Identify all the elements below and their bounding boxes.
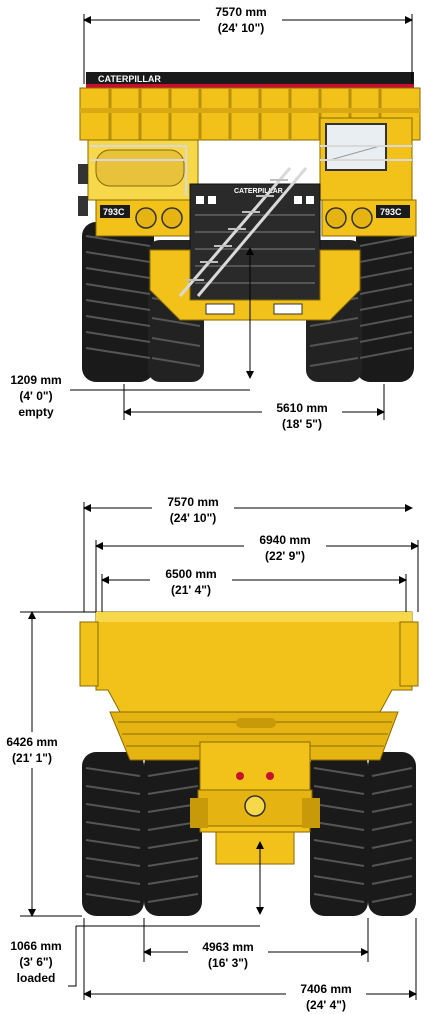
rear-clearance-ft: (3' 6"): [19, 955, 52, 969]
access-ladder: [178, 167, 308, 297]
model-plate-right: 793C: [380, 207, 402, 217]
rear-tire-width-ft: (24' 4"): [306, 998, 346, 1012]
rear-axle: [190, 741, 320, 865]
front-view: CATERPILLAR 793C 793C: [10, 4, 421, 433]
front-width-ft: (24' 10"): [218, 21, 265, 35]
brand-logo-grille: CATERPILLAR: [234, 188, 283, 195]
front-chassis: 793C 793C CATERPILLAR: [78, 117, 417, 321]
headlight-right-1: [325, 207, 347, 229]
rear-overall-width-mm: 7570 mm: [167, 495, 218, 509]
headlight-left-1: [135, 207, 157, 229]
front-clearance-note: empty: [18, 405, 54, 419]
rear-inner-width-mm: 6500 mm: [165, 567, 216, 581]
rear-clearance-note: loaded: [17, 971, 56, 985]
front-track-ft: (18' 5"): [282, 417, 322, 431]
rear-body-width-ft: (22' 9"): [265, 549, 305, 563]
rear-left-tires: [82, 752, 202, 916]
front-width-mm: 7570 mm: [215, 5, 266, 19]
rear-height-mm: 6426 mm: [6, 735, 57, 749]
headlight-right-2: [351, 207, 373, 229]
front-track-mm: 5610 mm: [276, 401, 327, 415]
front-clearance-mm: 1209 mm: [10, 373, 61, 387]
differential-cover: [244, 795, 266, 817]
rear-track-mm: 4963 mm: [202, 940, 253, 954]
mirror-left: [78, 164, 88, 184]
rear-height-ft: (21' 1"): [12, 751, 52, 765]
front-clearance-ft: (4' 0"): [19, 389, 52, 403]
rear-body-width-mm: 6940 mm: [259, 533, 310, 547]
deck-handrails: [90, 145, 412, 196]
rear-inner-width-ft: (21' 4"): [171, 583, 211, 597]
rear-right-tires: [310, 752, 416, 916]
rear-clearance-mm: 1066 mm: [10, 939, 61, 953]
rear-overall-width-ft: (24' 10"): [170, 511, 217, 525]
rear-tire-width-mm: 7406 mm: [300, 982, 351, 996]
rear-dump-body: [79, 611, 419, 761]
headlight-left-2: [161, 207, 183, 229]
rear-view: 7570 mm (24' 10") 6940 mm (22' 9") 6500 …: [2, 494, 419, 1014]
fuel-tank: [95, 149, 185, 187]
rear-track-ft: (16' 3"): [208, 956, 248, 970]
model-plate-left: 793C: [103, 207, 125, 217]
brand-logo-top: CATERPILLAR: [98, 74, 161, 84]
